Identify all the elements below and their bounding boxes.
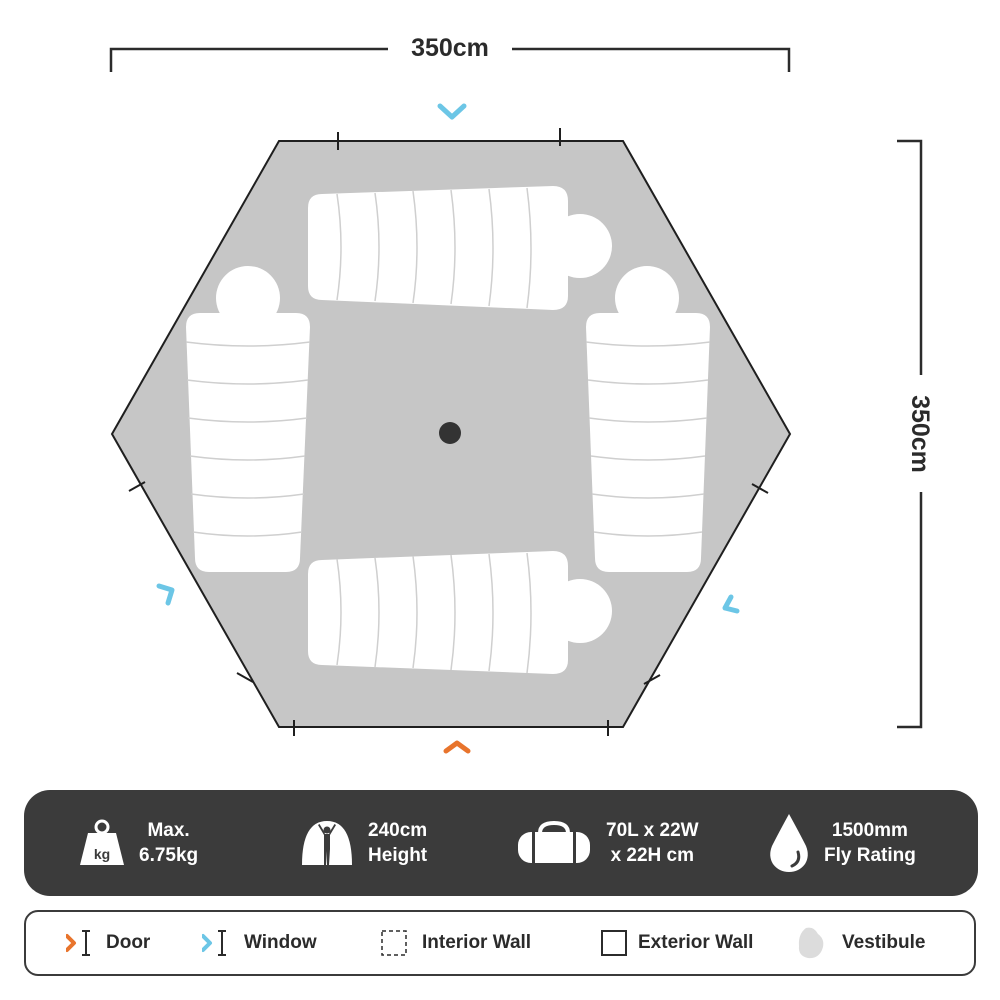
legend-label-window: Window — [244, 932, 317, 953]
duffel-bag-icon — [518, 821, 590, 863]
spec-fly-rating: 1500mm Fly Rating — [768, 790, 916, 896]
interior-wall-icon — [381, 930, 407, 956]
weight-icon-text: kg — [94, 846, 110, 862]
spec-height: 240cm Height — [300, 790, 427, 896]
spec-weight-line2: 6.75kg — [139, 845, 199, 866]
spec-fly-text: 1500mm Fly Rating — [824, 818, 916, 868]
spec-weight-line1: Max. — [147, 820, 190, 841]
legend: Door Window Interior Wall Exterior Wall … — [24, 910, 976, 976]
wall-ticks — [128, 128, 769, 736]
legend-item-exterior-wall: Exterior Wall — [600, 912, 753, 974]
spec-weight: kg Max. 6.75kg — [79, 790, 198, 896]
door-icon — [66, 930, 90, 956]
width-label: 350cm — [411, 34, 489, 62]
legend-item-interior-wall: Interior Wall — [380, 912, 531, 974]
weight-kg-icon: kg — [80, 819, 124, 865]
spec-height-text: 240cm Height — [368, 818, 427, 868]
tent-height-person-icon — [302, 821, 352, 865]
sleeping-bag-left — [185, 266, 311, 572]
legend-label-interior-wall: Interior Wall — [422, 932, 532, 953]
depth-label: 350cm — [906, 395, 934, 473]
tent-floor-plan: 350cm 350cm — [109, 34, 934, 754]
depth-dimension: 350cm — [897, 139, 934, 729]
sleeping-bag-right — [585, 266, 711, 572]
exterior-wall-icon — [601, 930, 627, 956]
sleeping-bag-bottom — [308, 551, 612, 674]
vestibule-icon — [798, 927, 824, 959]
legend-label-exterior-wall: Exterior Wall — [638, 932, 754, 953]
legend-item-door: Door — [66, 912, 150, 974]
spec-height-line2: Height — [368, 845, 428, 866]
spec-packed-line2: x 22H cm — [610, 845, 695, 866]
water-drop-icon — [770, 814, 808, 872]
spec-fly-line1: 1500mm — [831, 820, 908, 841]
spec-fly-line2: Fly Rating — [824, 845, 916, 866]
window-icon — [202, 930, 226, 956]
door-marker-bottom — [443, 740, 471, 754]
center-pole — [439, 422, 461, 444]
sleeping-bag-top — [308, 186, 612, 310]
specs-bar: kg Max. 6.75kg 240cm Height — [24, 790, 978, 896]
window-marker-top — [437, 103, 467, 120]
window-marker-left — [156, 583, 175, 606]
legend-label-vestibule: Vestibule — [842, 932, 926, 953]
spec-packed-text: 70L x 22W x 22H cm — [606, 818, 699, 868]
legend-item-window: Window — [202, 912, 317, 974]
width-dimension: 350cm — [109, 34, 791, 72]
spec-weight-text: Max. 6.75kg — [139, 818, 198, 868]
spec-packed-line1: 70L x 22W — [606, 820, 699, 841]
legend-item-vestibule: Vestibule — [796, 912, 925, 974]
spec-height-line1: 240cm — [368, 820, 428, 841]
window-marker-right — [722, 594, 740, 614]
spec-packed-size: 70L x 22W x 22H cm — [516, 790, 699, 896]
legend-label-door: Door — [106, 932, 151, 953]
